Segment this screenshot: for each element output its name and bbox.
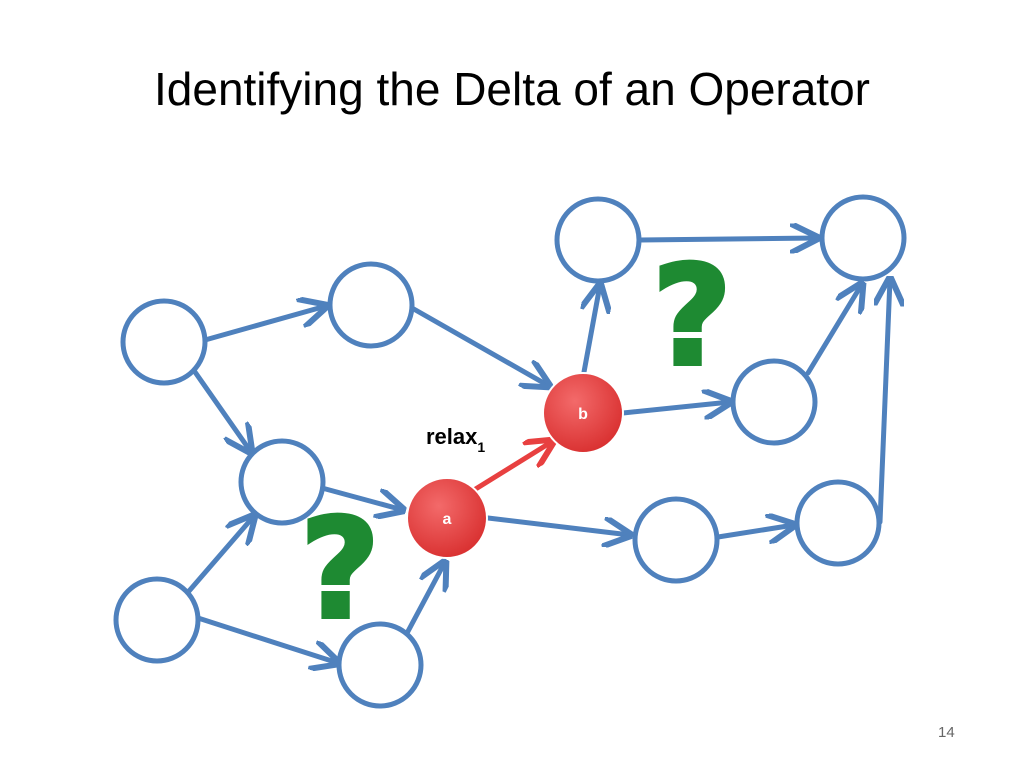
node-a-label: a: [443, 511, 452, 528]
graph-edges: [180, 238, 890, 663]
edge-a-n9: [485, 515, 630, 535]
graph-node: [113, 576, 201, 664]
edge-n4-n5: [195, 615, 338, 663]
edge-n1-n3: [192, 369, 251, 452]
edge-n3-a: [319, 485, 403, 510]
slide-title: Identifying the Delta of an Operator: [154, 63, 870, 115]
edge-n1-n2: [202, 306, 326, 343]
graph-node: [730, 358, 818, 446]
graph-node: [819, 194, 907, 282]
question-mark-icon: ?: [300, 489, 380, 650]
node-b-label: b: [578, 406, 588, 423]
graph-node: [336, 621, 424, 709]
edge-n2-b: [409, 305, 549, 386]
relax-label-subscript: 1: [477, 439, 485, 455]
graph-nodes: [113, 194, 907, 709]
edge-n9-n10: [715, 525, 794, 537]
node-b: b: [542, 372, 624, 454]
graph-node: [632, 496, 720, 584]
edge-n10-n7: [880, 279, 890, 525]
graph-node: [120, 298, 208, 386]
edge-b-n6: [584, 285, 600, 375]
graph-node: [327, 261, 415, 349]
page-number: 14: [938, 724, 955, 741]
edge-n4-n3: [180, 516, 254, 601]
relax-edge-label: relax1: [426, 424, 485, 455]
edge-b-n8: [620, 402, 730, 413]
graph-node: [238, 438, 326, 526]
question-mark-icon: ?: [652, 236, 732, 397]
graph-node: [554, 196, 642, 284]
edge-n8-n7: [805, 284, 862, 376]
edge-n5-a: [403, 562, 445, 638]
edge-relax-a-b: [471, 441, 553, 493]
graph-node: [794, 479, 882, 567]
edge-n6-n7: [637, 238, 817, 240]
node-a: a: [406, 477, 488, 559]
relax-label-main: relax: [426, 424, 478, 449]
